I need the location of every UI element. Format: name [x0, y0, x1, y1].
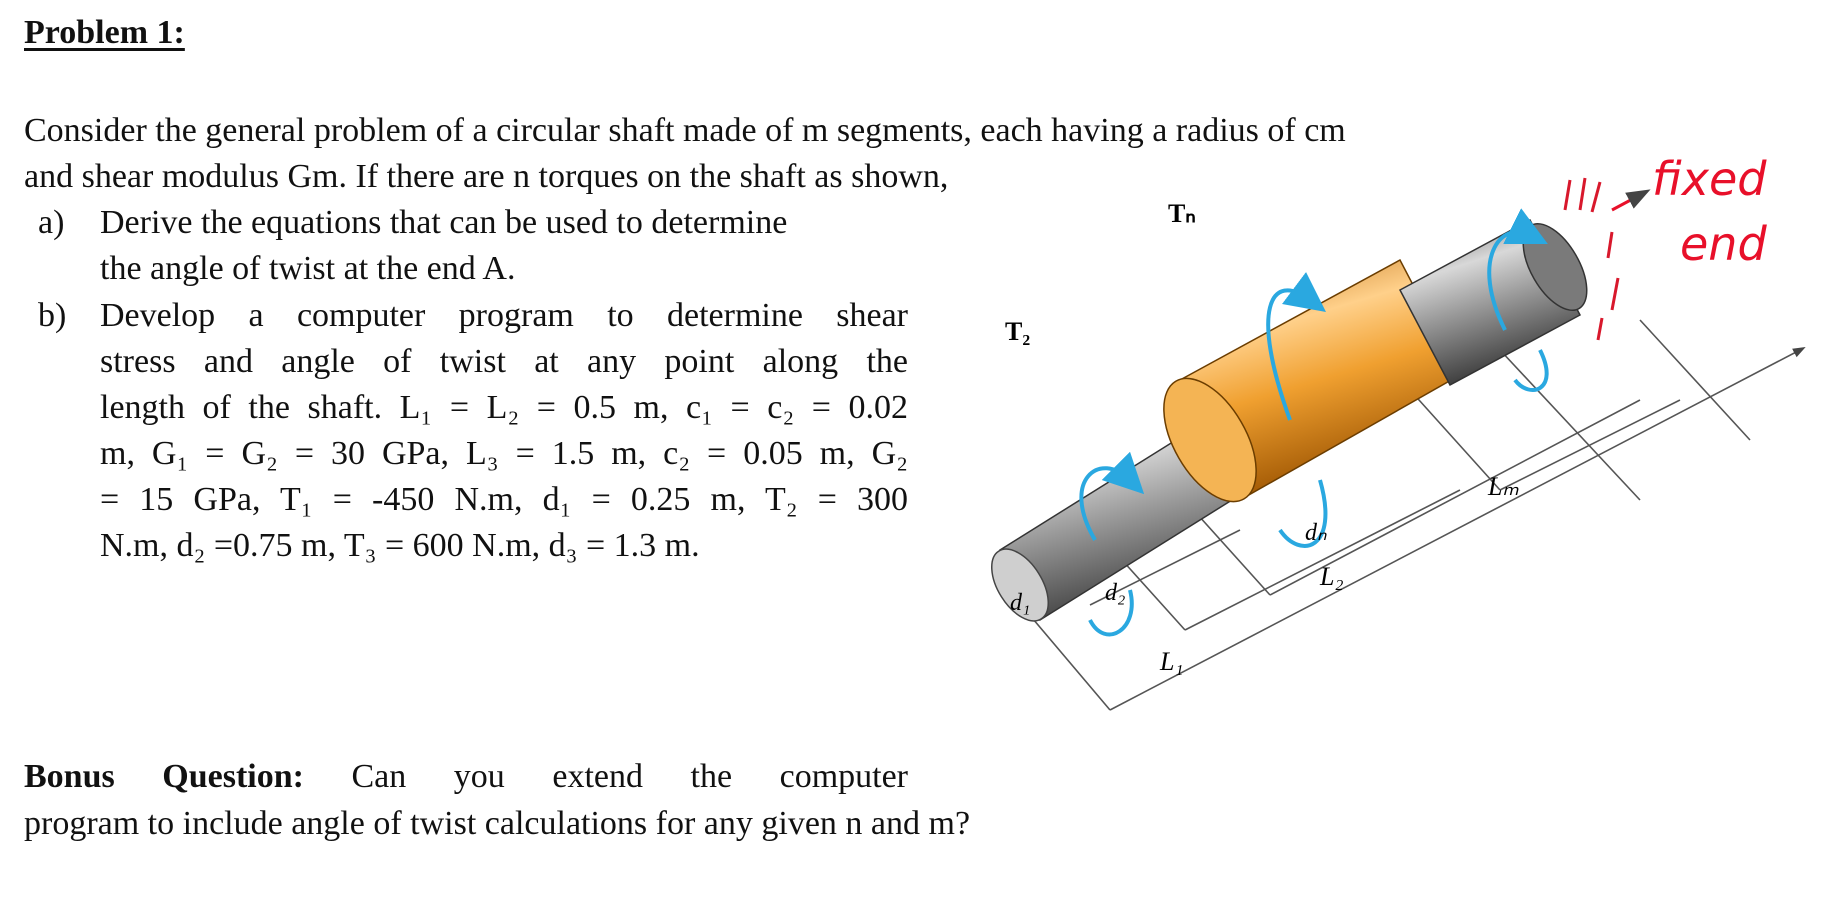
item-b-last-line: N.m, d₂ =0.75 m, T₃ = 600 N.m, d₃ = 1.3 … [100, 527, 700, 564]
bonus-line-2: program to include angle of twist calcul… [24, 805, 971, 842]
label-L2: L₂ [1319, 562, 1344, 591]
label-L1: L₁ [1159, 647, 1184, 676]
item-b-line: stress and angle of twist at any point a… [100, 343, 908, 380]
intro-line-2-text: and shear modulus Gm. If there are n tor… [24, 158, 949, 195]
fixed-end-annotation-line-1: fixed [1652, 152, 1767, 206]
torque-arrows [1079, 208, 1549, 637]
item-b-line: Develop a computer program to determine … [100, 297, 908, 334]
label-dn: dₙ [1305, 520, 1327, 546]
label-d1: d₁ [1010, 590, 1030, 616]
dimension-lines [999, 319, 1806, 711]
item-a-marker: a) [38, 204, 65, 241]
shaft-figure: A T₁ T₂ Tₙ d₁ d₂ dₙ L₁ L₂ Lₘ fixed end [991, 152, 1806, 711]
label-d2: d₂ [1105, 580, 1125, 606]
fixed-end-annotation-line-2: end [1680, 217, 1767, 271]
item-b-marker: b) [38, 297, 67, 334]
fixed-support-hatch [1563, 177, 1620, 341]
label-Tn: Tₙ [1168, 199, 1196, 228]
item-b-line: length of the shaft. L₁ = L₂ = 0.5 m, c₁… [100, 389, 908, 426]
item-a-line-1: Derive the equations that can be used to… [100, 204, 788, 241]
bonus-line-1: Bonus Question: Can you extend the compu… [24, 758, 908, 796]
fixed-end-arrow [1611, 189, 1651, 212]
item-b-line: = 15 GPa, T₁ = -450 N.m, d₁ = 0.25 m, T₂… [100, 481, 908, 518]
problem-title: Problem 1: [24, 14, 185, 51]
label-Lm: Lₘ [1487, 472, 1519, 501]
label-T2: T₂ [1005, 317, 1030, 346]
bonus-line-1-text: Can you extend the computer [351, 758, 909, 795]
item-b-line: m, G₁ = G₂ = 30 GPa, L₃ = 1.5 m, c₂ = 0.… [100, 435, 908, 472]
item-a-line-2: the angle of twist at the end A. [100, 250, 516, 287]
shaft-segment-right [1398, 218, 1588, 387]
intro-line-1-text: Consider the general problem of a circul… [24, 112, 1346, 149]
bonus-label: Bonus Question: [24, 758, 304, 795]
intro-line-1: Consider the general problem of a circul… [24, 112, 1346, 150]
intro-line-2: and shear modulus Gm. If there are n tor… [24, 158, 948, 196]
